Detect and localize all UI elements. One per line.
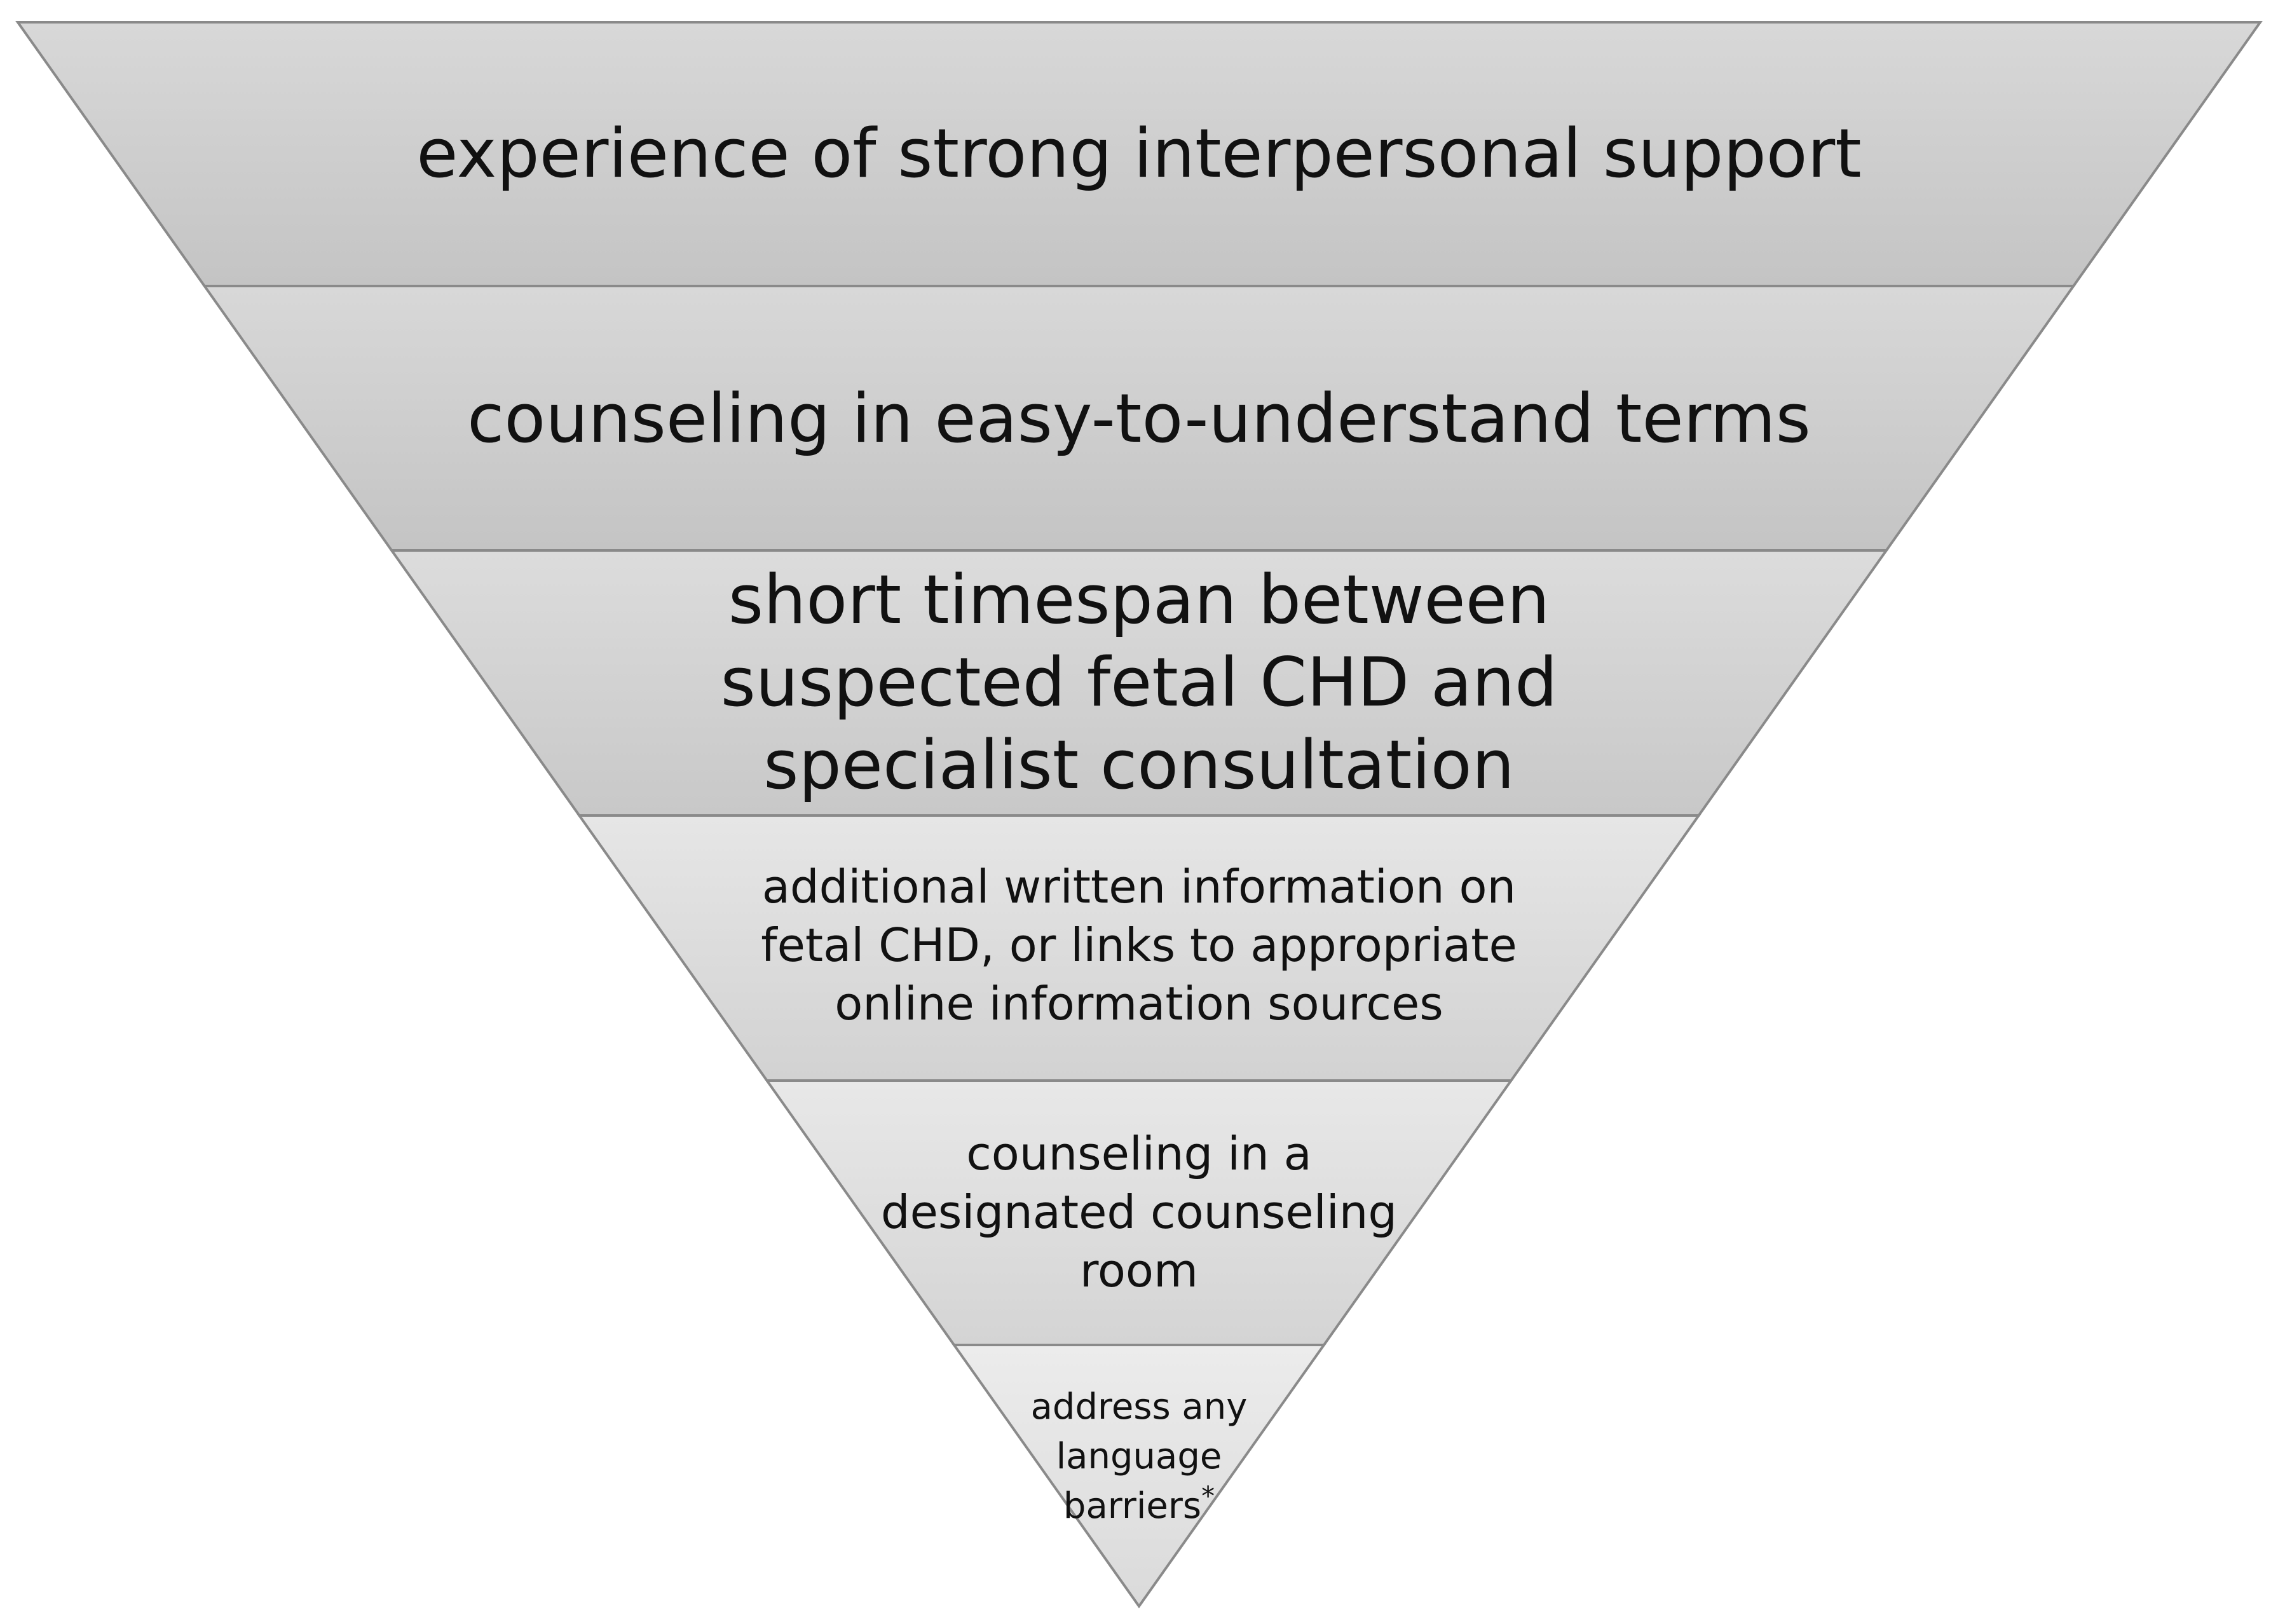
tier-5-label-line-1: counseling in a <box>966 1127 1312 1180</box>
tier-6-label-line-3: barriers* <box>1063 1480 1215 1527</box>
tier-3-label-line-2: suspected fetal CHD and <box>721 643 1558 721</box>
tier-4-label-line-1: additional written information on <box>762 860 1516 913</box>
tier-6-footnote-marker: * <box>1201 1480 1215 1511</box>
tier-5-label-line-2: designated counseling <box>881 1185 1397 1239</box>
tier-1-label-line-1: experience of strong interpersonal suppo… <box>416 114 1862 193</box>
tier-3-label-line-1: short timespan between <box>728 561 1550 639</box>
tier-2-label-line-1: counseling in easy-to-understand terms <box>467 379 1811 458</box>
tier-6-label-line-2: language <box>1056 1436 1222 1477</box>
pyramid-labels: experience of strong interpersonal suppo… <box>416 114 1862 1527</box>
pyramid-tiers <box>15 21 2263 1609</box>
tier-5-label-line-3: room <box>1080 1244 1198 1297</box>
tier-4-label-line-3: online information sources <box>835 977 1443 1030</box>
tier-3-label-line-3: specialist consultation <box>763 726 1515 804</box>
tier-4-label-line-2: fetal CHD, or links to appropriate <box>761 918 1517 972</box>
pyramid-tier-6 <box>951 1344 1327 1609</box>
tier-6-label-line-1: address any <box>1031 1386 1248 1428</box>
